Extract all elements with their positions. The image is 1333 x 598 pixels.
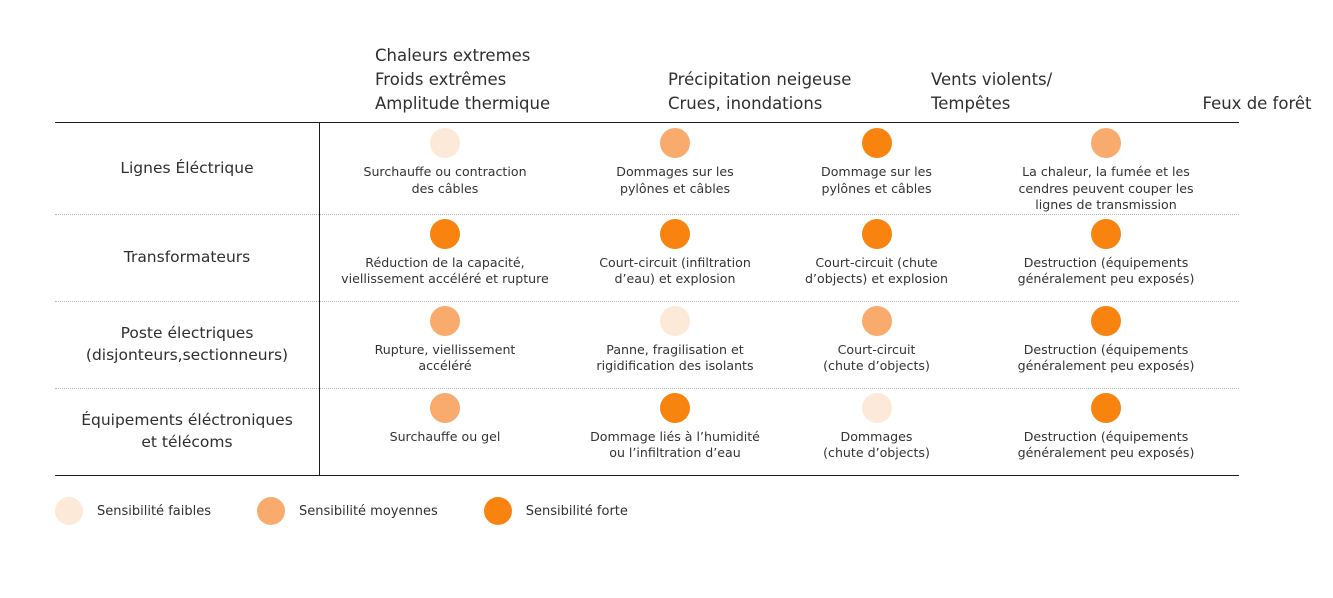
sensitivity-dot-icon	[430, 218, 460, 249]
sensitivity-dot-icon	[430, 305, 460, 336]
sensitivity-dot-icon	[1091, 128, 1121, 158]
matrix-cell: Rupture, viellissement accéléré	[320, 301, 570, 388]
sensitivity-dot-icon	[1091, 305, 1121, 336]
matrix-cell: Dommage sur les pylônes et câbles	[780, 123, 973, 214]
row-header-transformateurs: Transformateurs	[55, 213, 320, 301]
legend-label: Sensibilité forte	[525, 503, 628, 519]
table-row: Poste électriques (disjonteurs,sectionne…	[55, 300, 1239, 388]
sensitivity-dot-icon	[430, 392, 460, 423]
legend-label: Sensibilité moyennes	[298, 503, 438, 519]
sensitivity-dot-icon	[660, 128, 690, 158]
matrix-cell: Court-circuit (infiltration d’eau) et ex…	[570, 214, 780, 301]
cell-text: Dommages sur les pylônes et câbles	[616, 164, 734, 196]
cell-text: Surchauffe ou contraction des câbles	[363, 164, 527, 196]
matrix-cell: Court-circuit (chute d’objects) et explo…	[780, 214, 973, 301]
column-header-precipitation-crues: Précipitation neigeuse Crues, inondation…	[668, 70, 852, 113]
matrix-cell: Surchauffe ou contraction des câbles	[320, 123, 570, 214]
sensitivity-dot-icon	[660, 218, 690, 249]
sensitivity-dot-icon	[430, 128, 460, 158]
matrix-body: Lignes Éléctrique Surchauffe ou contract…	[55, 122, 1239, 476]
sensitivity-dot-icon	[861, 128, 892, 158]
sensitivity-dot-icon	[861, 305, 892, 336]
cell-text: Destruction (équipements généralement pe…	[1017, 428, 1195, 461]
matrix-cell: Dommage liés à l’humidité ou l’infiltrat…	[570, 388, 780, 475]
cell-text: Dommages (chute d’objects)	[823, 428, 930, 461]
table-row: Équipements éléctroniques et télécoms Su…	[55, 387, 1239, 475]
cell-text: Dommage liés à l’humidité ou l’infiltrat…	[590, 428, 760, 461]
cell-text: Dommage sur les pylônes et câbles	[821, 164, 932, 196]
legend-item-moyenne: Sensibilité moyennes	[256, 497, 438, 525]
sensitivity-dot-icon	[1091, 392, 1121, 423]
legend-item-faible: Sensibilité faibles	[55, 497, 211, 525]
row-header-lignes-electrique: Lignes Éléctrique	[55, 123, 320, 214]
cell-text: Court-circuit (chute d’objects)	[823, 341, 930, 374]
column-header-feux-de-foret: Feux de forêt	[1202, 94, 1312, 113]
matrix-cell: Surchauffe ou gel	[320, 388, 570, 475]
cell-text: Rupture, viellissement accéléré	[374, 341, 516, 374]
sensitivity-dot-icon	[861, 218, 892, 249]
legend-dot-forte-icon	[483, 497, 512, 525]
row-header-equipements-electroniques: Équipements éléctroniques et télécoms	[55, 387, 320, 475]
matrix-cell: Dommages sur les pylônes et câbles	[570, 123, 780, 214]
matrix-cell: La chaleur, la fumée et les cendres peuv…	[973, 123, 1239, 214]
cell-text: Surchauffe ou gel	[389, 428, 501, 444]
sensitivity-dot-icon	[861, 392, 892, 423]
legend-dot-moyenne-icon	[256, 497, 285, 525]
column-header-vents-tempetes: Vents violents/ Tempêtes	[931, 70, 1053, 113]
legend: Sensibilité faibles Sensibilité moyennes…	[55, 497, 674, 525]
sensitivity-matrix: Chaleurs extremes Froids extrêmes Amplit…	[55, 18, 1312, 476]
row-header-poste-electriques: Poste électriques (disjonteurs,sectionne…	[55, 300, 320, 388]
cell-text: La chaleur, la fumée et les cendres peuv…	[1018, 164, 1194, 212]
matrix-cell: Destruction (équipements généralement pe…	[973, 301, 1239, 388]
column-header-chaleurs-froids-amplitude: Chaleurs extremes Froids extrêmes Amplit…	[375, 46, 551, 113]
cell-text: Court-circuit (infiltration d’eau) et ex…	[599, 254, 751, 287]
sensitivity-dot-icon	[660, 305, 690, 336]
matrix-header-row: Chaleurs extremes Froids extrêmes Amplit…	[55, 18, 1312, 122]
cell-text: Destruction (équipements généralement pe…	[1017, 254, 1195, 287]
cell-text: Court-circuit (chute d’objects) et explo…	[805, 254, 948, 287]
table-row: Lignes Éléctrique Surchauffe ou contract…	[55, 123, 1239, 214]
cell-text: Destruction (équipements généralement pe…	[1017, 341, 1195, 374]
matrix-cell: Court-circuit (chute d’objects)	[780, 301, 973, 388]
legend-dot-faible-icon	[55, 497, 83, 525]
matrix-cell: Dommages (chute d’objects)	[780, 388, 973, 475]
cell-text: Réduction de la capacité, viellissement …	[341, 254, 549, 287]
sensitivity-dot-icon	[1091, 218, 1121, 249]
table-row: Transformateurs Réduction de la capacité…	[55, 213, 1239, 301]
matrix-cell: Réduction de la capacité, viellissement …	[320, 214, 570, 301]
matrix-cell: Destruction (équipements généralement pe…	[973, 214, 1239, 301]
matrix-cell: Destruction (équipements généralement pe…	[973, 388, 1239, 475]
sensitivity-dot-icon	[660, 392, 690, 423]
cell-text: Panne, fragilisation et rigidification d…	[596, 341, 754, 374]
legend-label: Sensibilité faibles	[97, 503, 211, 519]
legend-item-forte: Sensibilité forte	[483, 497, 628, 525]
matrix-cell: Panne, fragilisation et rigidification d…	[570, 301, 780, 388]
